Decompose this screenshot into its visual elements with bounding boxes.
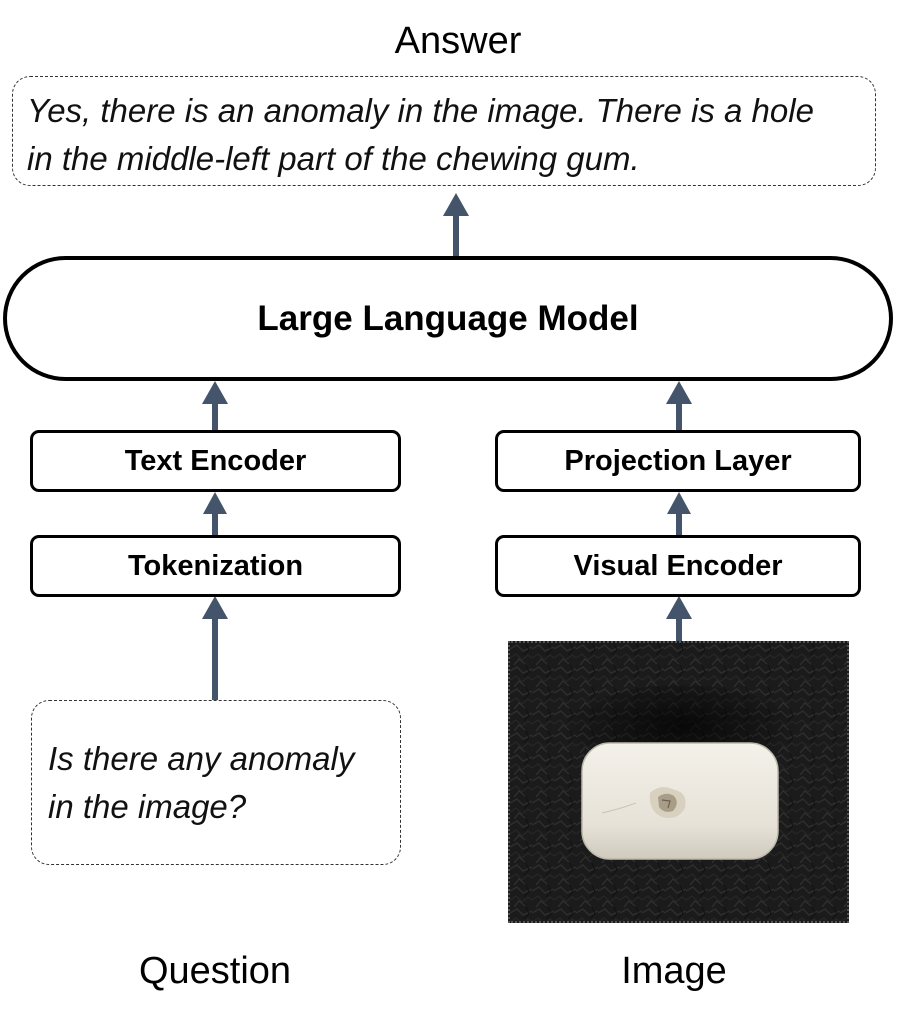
image-caption: Image bbox=[621, 950, 727, 992]
question-text-line-1: Is there any anomaly bbox=[48, 740, 355, 777]
tokenization-label: Tokenization bbox=[127, 549, 304, 582]
arrow-tokenization-to-text-encoder bbox=[203, 492, 227, 535]
question-box: Is there any anomaly in the image? bbox=[31, 700, 401, 865]
arrow-llm-to-answer bbox=[443, 193, 469, 256]
arrow-visual-encoder-to-projection bbox=[667, 492, 691, 535]
llm-box: Large Language Model bbox=[3, 256, 893, 381]
answer-box: Yes, there is an anomaly in the image. T… bbox=[12, 76, 876, 186]
visual-encoder-label: Visual Encoder bbox=[573, 549, 783, 582]
arrow-projection-to-llm bbox=[666, 381, 692, 430]
tokenization-box: Tokenization bbox=[30, 535, 401, 597]
chewing-gum-photo bbox=[510, 643, 847, 921]
projection-layer-box: Projection Layer bbox=[495, 430, 861, 492]
arrow-text-encoder-to-llm bbox=[202, 381, 228, 430]
text-encoder-label: Text Encoder bbox=[124, 444, 307, 477]
llm-label: Large Language Model bbox=[257, 298, 639, 338]
input-image bbox=[508, 641, 849, 923]
text-encoder-box: Text Encoder bbox=[30, 430, 401, 492]
arrow-image-to-visual-encoder bbox=[666, 596, 692, 641]
projection-layer-label: Projection Layer bbox=[564, 444, 792, 477]
answer-caption: Answer bbox=[394, 20, 522, 62]
arrow-question-to-tokenization bbox=[202, 596, 228, 700]
question-text-line-2: in the image? bbox=[48, 788, 247, 825]
answer-text-line-1: Yes, there is an anomaly in the image. T… bbox=[27, 92, 814, 129]
question-caption: Question bbox=[138, 950, 292, 992]
visual-encoder-box: Visual Encoder bbox=[495, 535, 861, 597]
answer-text-line-2: in the middle-left part of the chewing g… bbox=[27, 140, 640, 177]
